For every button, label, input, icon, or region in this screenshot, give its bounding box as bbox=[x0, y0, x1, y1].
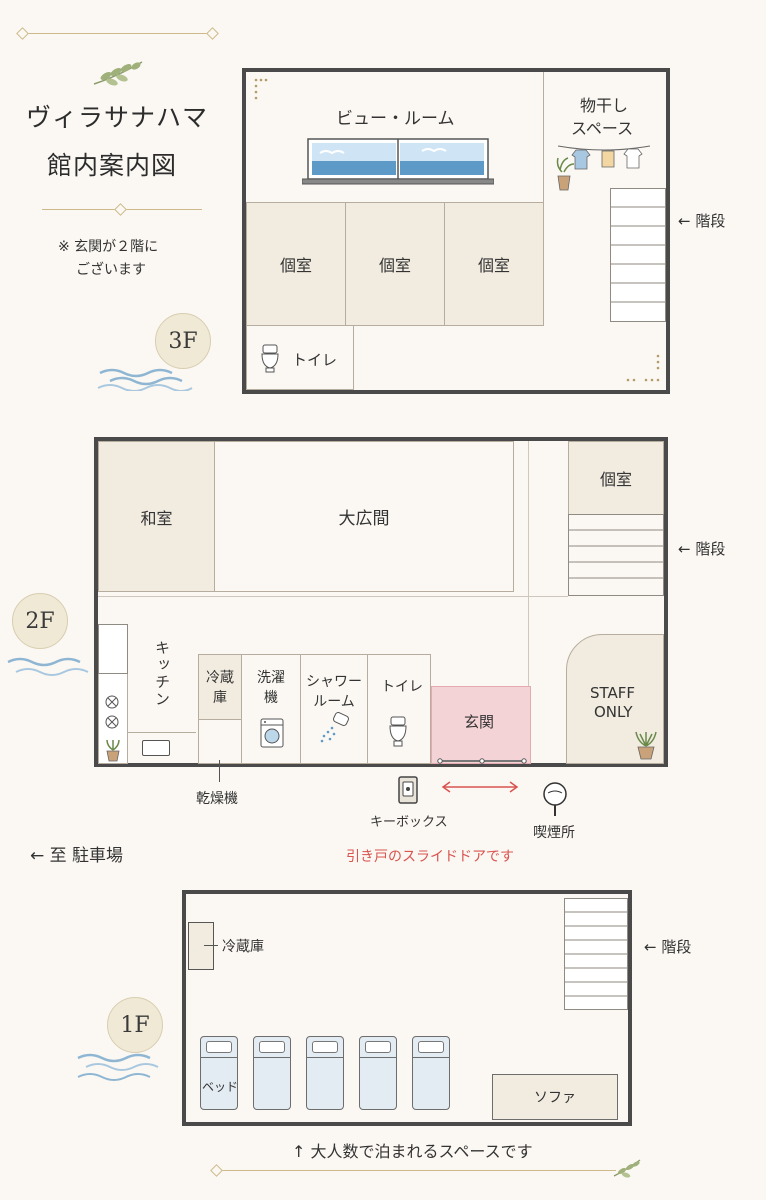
main-hall: 大広間 bbox=[214, 441, 514, 592]
shower-line1: シャワー bbox=[306, 674, 362, 690]
bed bbox=[359, 1036, 397, 1110]
shower-line2: ルーム bbox=[313, 694, 355, 710]
private-room-2f: 個室 bbox=[568, 441, 664, 515]
toilet-icon bbox=[261, 344, 279, 373]
dryer-space bbox=[198, 719, 242, 764]
dryer-label: 乾燥機 bbox=[196, 791, 238, 807]
bed bbox=[306, 1036, 344, 1110]
corridor-line bbox=[528, 441, 529, 591]
page-title-line1: ヴィラサナハマ bbox=[26, 103, 209, 132]
wave-icon bbox=[7, 657, 89, 676]
stairs-label-2f: ← 階段 bbox=[678, 540, 726, 558]
entrance-label: 玄関 bbox=[464, 713, 495, 731]
stove-icon bbox=[105, 695, 119, 729]
toilet-2f-label: トイレ bbox=[381, 679, 423, 695]
corner-dots-icon bbox=[254, 78, 268, 100]
keybox-label: キーボックス bbox=[370, 815, 448, 830]
hanging-laundry-icon bbox=[556, 145, 651, 191]
stairs-steps bbox=[568, 529, 664, 579]
wave-icon bbox=[77, 1053, 159, 1081]
leaf-branch-icon bbox=[613, 1159, 641, 1178]
page-title-line2: 館内案内図 bbox=[47, 151, 178, 180]
corridor-line bbox=[98, 596, 568, 597]
shower-room: シャワー ルーム bbox=[300, 654, 368, 764]
potted-plant-icon bbox=[635, 731, 657, 760]
fridge-1f-label: 冷蔵庫 bbox=[222, 939, 264, 955]
stairs-3f bbox=[610, 188, 666, 322]
private-room-3f-3: 個室 bbox=[444, 202, 544, 326]
stairs-label-1f: ← 階段 bbox=[644, 938, 692, 956]
parking-direction: ← 至 駐車場 bbox=[30, 846, 124, 866]
entrance-note-line1: ※ 玄関が２階に bbox=[58, 239, 159, 255]
dryer-leader-line bbox=[219, 760, 220, 782]
group-stay-note: ↑ 大人数で泊まれるスペースです bbox=[292, 1142, 533, 1161]
floor-badge-1f: 1F bbox=[107, 997, 163, 1053]
fridge-1f bbox=[188, 922, 214, 970]
potted-plant-icon bbox=[106, 739, 120, 762]
fridge-2f: 冷蔵 庫 bbox=[198, 654, 242, 720]
view-room-label: ビュー・ルーム bbox=[336, 109, 455, 129]
toilet-2f bbox=[367, 654, 431, 764]
diamond-icon bbox=[16, 27, 29, 40]
washer-room: 洗濯 機 bbox=[241, 654, 301, 764]
kitchen-sink bbox=[98, 624, 128, 674]
double-arrow-icon bbox=[441, 781, 519, 793]
bed bbox=[412, 1036, 450, 1110]
diamond-icon bbox=[210, 1164, 223, 1177]
private-room-3f-1: 個室 bbox=[246, 202, 346, 326]
toilet-icon bbox=[389, 716, 407, 747]
view-room bbox=[246, 72, 544, 202]
staff-only-line2: ONLY bbox=[594, 703, 633, 721]
fridge-2f-line1: 冷蔵 bbox=[206, 670, 234, 686]
sliding-door-note: 引き戸のスライドドアです bbox=[346, 849, 514, 865]
diamond-icon bbox=[206, 27, 219, 40]
oven-icon bbox=[142, 740, 170, 756]
top-ornament-line bbox=[18, 33, 218, 34]
stairs-2f bbox=[568, 514, 664, 596]
bed bbox=[253, 1036, 291, 1110]
bottom-ornament-line bbox=[220, 1170, 616, 1171]
keybox-icon bbox=[398, 776, 418, 804]
entrance-note-line2: ございます bbox=[76, 262, 146, 278]
corner-dots-icon bbox=[626, 354, 660, 382]
fridge-2f-line2: 庫 bbox=[213, 690, 227, 706]
sofa: ソファ bbox=[492, 1074, 618, 1120]
stairs-steps bbox=[610, 206, 666, 303]
ashtray-stand-icon bbox=[543, 782, 567, 816]
toilet-3f bbox=[246, 325, 354, 390]
staff-only-line1: STAFF bbox=[590, 684, 636, 702]
washing-machine-icon bbox=[260, 718, 284, 748]
fridge-leader-line bbox=[204, 945, 218, 946]
shower-head-icon bbox=[320, 712, 349, 743]
corridor-line bbox=[528, 591, 529, 761]
sliding-door-icon bbox=[437, 758, 527, 764]
leaf-branch-icon bbox=[93, 61, 143, 86]
smoking-area-label: 喫煙所 bbox=[533, 825, 575, 841]
window-view-icon bbox=[302, 138, 494, 185]
laundry-space-line1: 物干し bbox=[580, 96, 629, 115]
bed bbox=[200, 1036, 238, 1110]
stairs-label-3f: ← 階段 bbox=[678, 212, 726, 230]
washer-line2: 機 bbox=[264, 690, 278, 706]
toilet-3f-label: トイレ bbox=[292, 351, 338, 369]
washer-line1: 洗濯 bbox=[257, 670, 285, 686]
private-room-3f-2: 個室 bbox=[345, 202, 445, 326]
bed-label: ベッド bbox=[202, 1080, 239, 1094]
kitchen-label: キッチン bbox=[153, 640, 171, 708]
diamond-icon bbox=[114, 203, 127, 216]
washitsu-room: 和室 bbox=[98, 441, 215, 592]
laundry-space-line2: スペース bbox=[571, 119, 634, 138]
floor-badge-3f: 3F bbox=[155, 313, 211, 369]
kitchen-counter-bottom bbox=[128, 732, 196, 764]
wave-icon bbox=[97, 368, 193, 391]
floor-badge-2f: 2F bbox=[12, 593, 68, 649]
stairs-steps bbox=[564, 911, 628, 997]
